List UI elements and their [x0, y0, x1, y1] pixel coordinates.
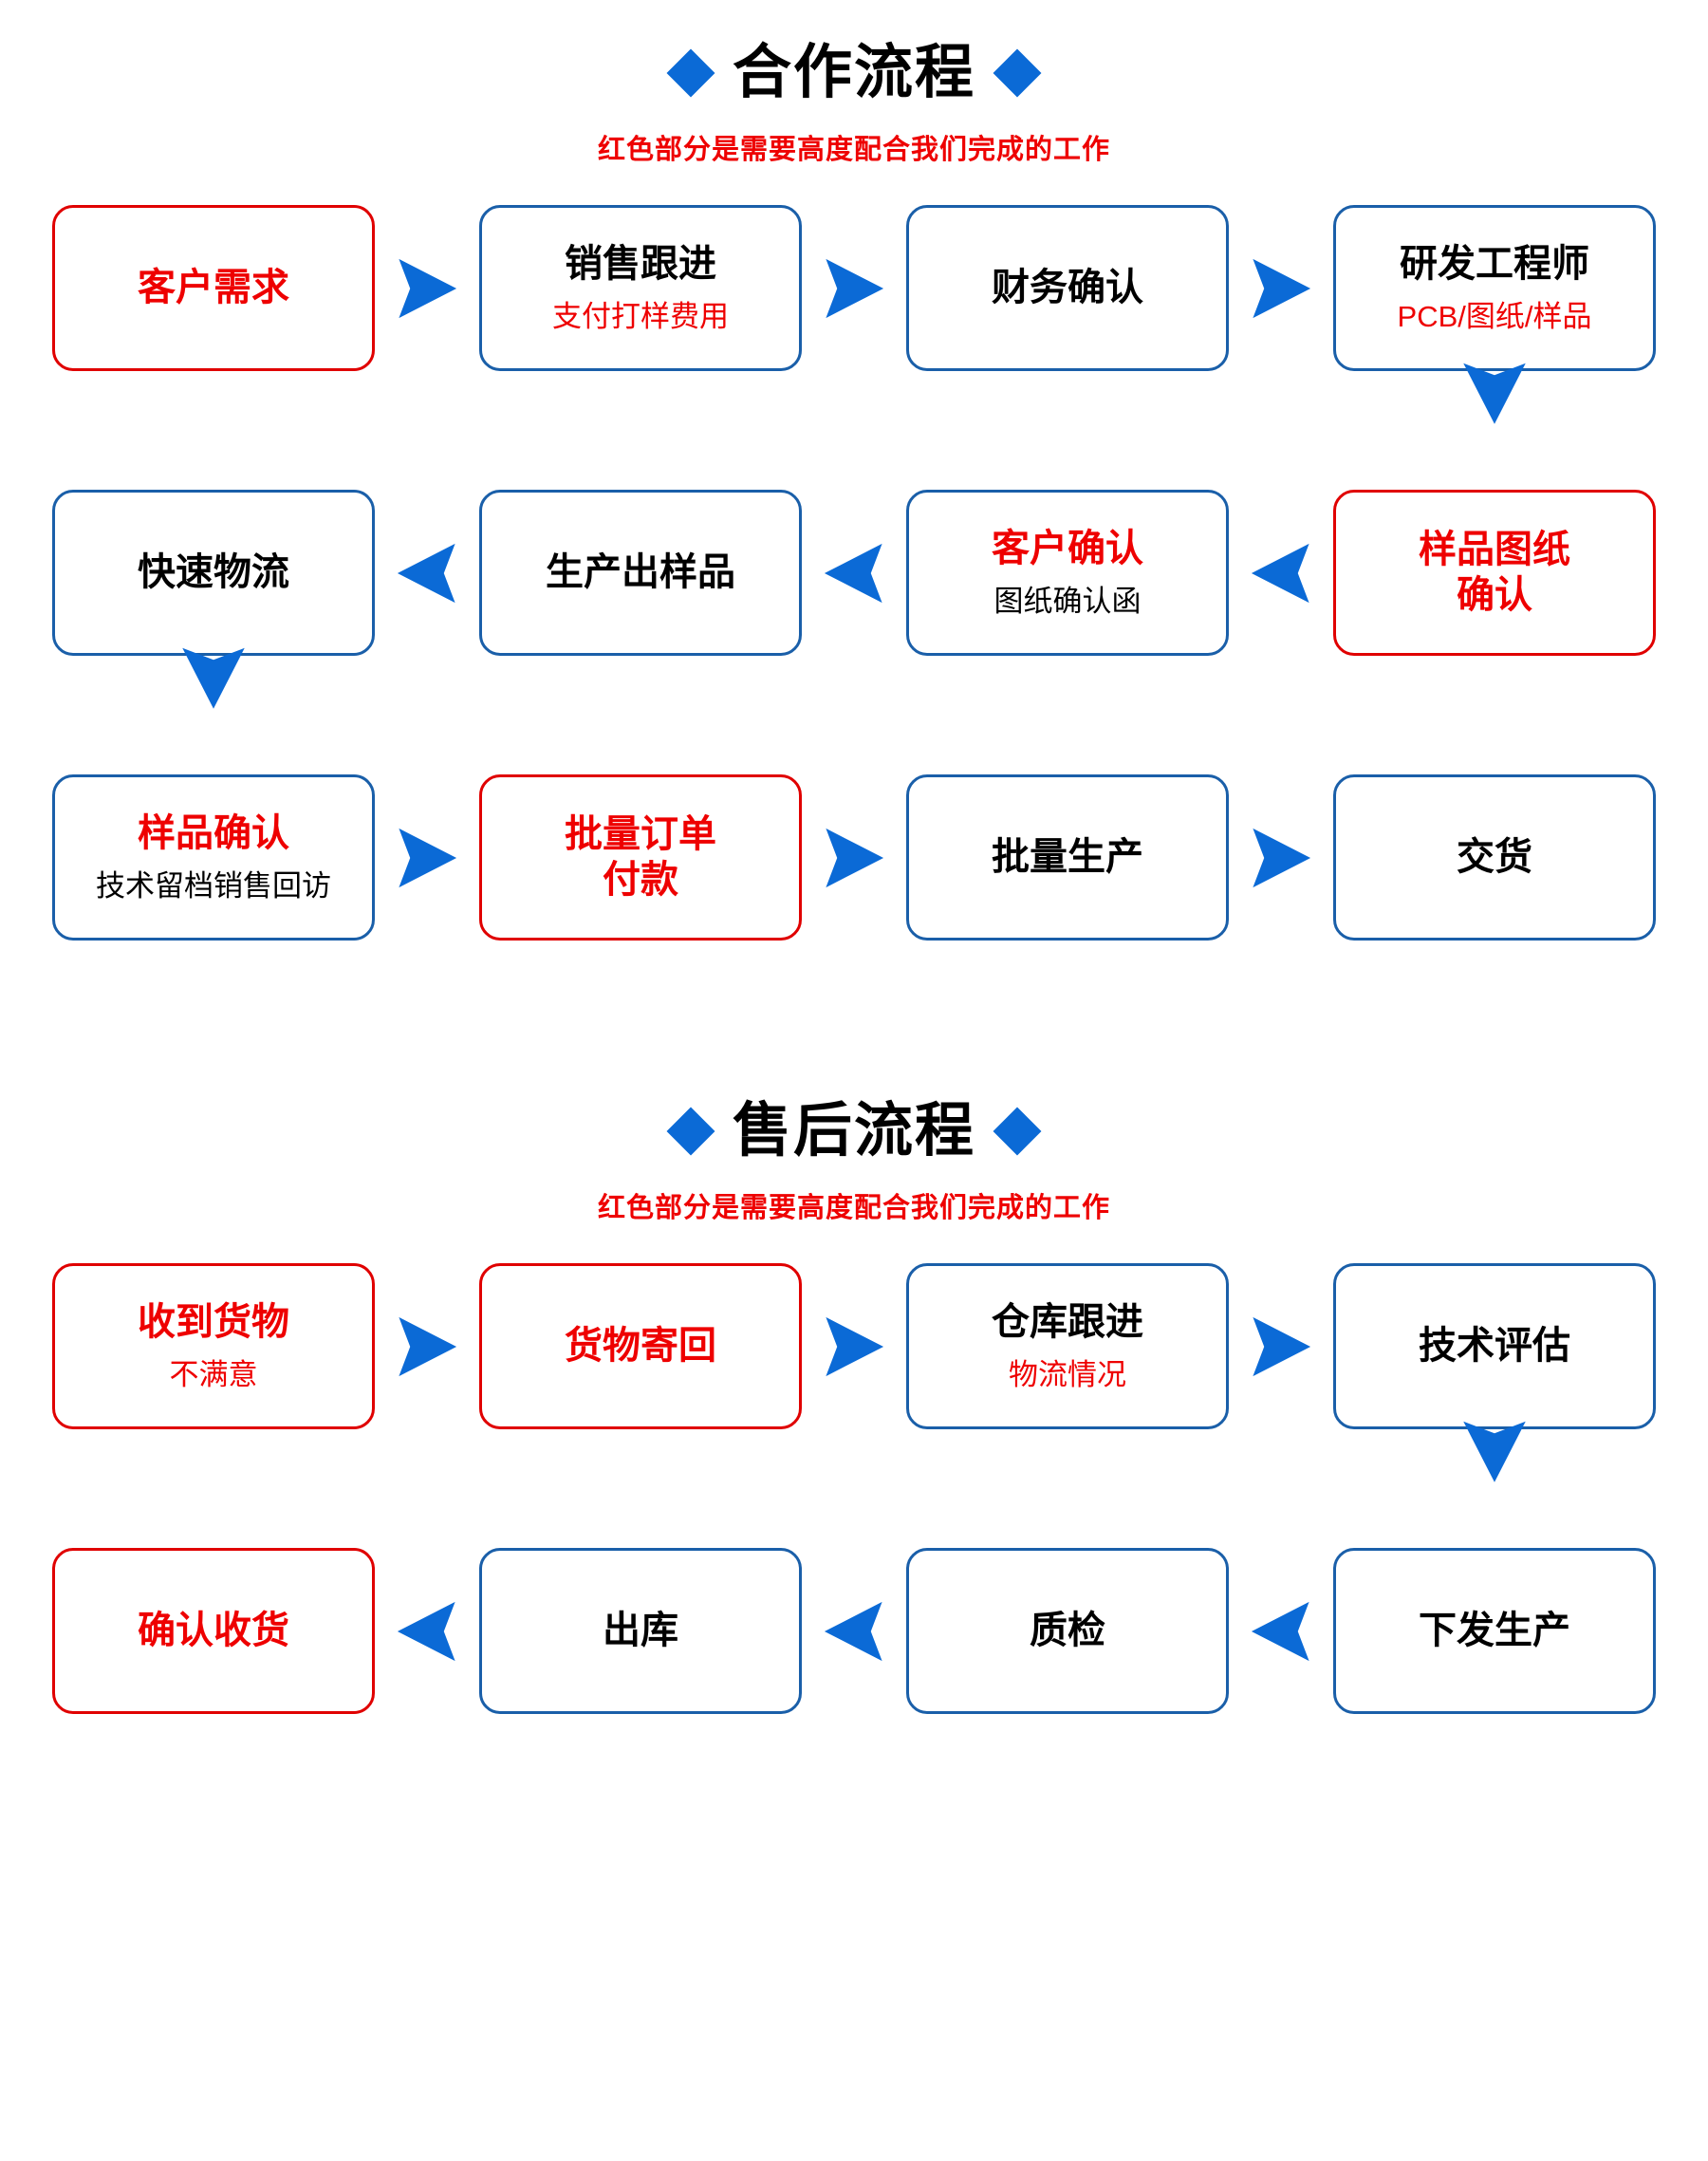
- section-subtitle: 红色部分是需要高度配合我们完成的工作: [597, 1193, 1110, 1223]
- flow-cell: 仓库跟进物流情况: [854, 1263, 1311, 1429]
- flow-node[interactable]: 财务确认: [906, 205, 1229, 371]
- flow-cell: 下发生产: [1251, 1548, 1708, 1714]
- flow-node[interactable]: 销售跟进支付打样费用: [479, 205, 802, 371]
- flow-node[interactable]: 生产出样品: [479, 490, 802, 656]
- flow-section: 售后流程红色部分是需要高度配合我们完成的工作收到货物不满意 货物寄回 仓库跟进物流情…: [0, 1102, 1708, 1714]
- diamond-icon: [993, 48, 1042, 98]
- diamond-icon: [993, 1107, 1042, 1156]
- flow-cell: 研发工程师 PCB/图纸/样品: [1281, 205, 1708, 424]
- flow-node-title: 快速物流: [138, 550, 289, 593]
- flowchart-page: 合作流程红色部分是需要高度配合我们完成的工作客户需求销售跟进支付打样费用财务确认…: [0, 0, 1708, 1714]
- flow-cell: 客户需求: [0, 205, 457, 371]
- flow-node[interactable]: 批量订单 付款: [479, 774, 802, 941]
- flow-node[interactable]: 仓库跟进物流情况: [906, 1263, 1229, 1429]
- flow-node[interactable]: 下发生产: [1333, 1548, 1656, 1714]
- flow-node-title: 出库: [603, 1609, 678, 1651]
- section-title-text: 售后流程: [732, 1098, 975, 1164]
- flow-cell: 快速物流: [0, 490, 427, 709]
- flow-node[interactable]: 质检: [906, 1548, 1229, 1714]
- flow-cell: 确认收货: [0, 1548, 427, 1714]
- flow-node-title: 货物寄回: [565, 1324, 716, 1367]
- flow-cell: 样品确认技术留档销售回访: [0, 774, 457, 941]
- diamond-icon: [666, 1107, 715, 1156]
- flow-cell: 出库: [397, 1548, 854, 1714]
- flow-cell: 客户确认图纸确认函: [824, 490, 1281, 656]
- flow-node[interactable]: 样品确认技术留档销售回访: [52, 774, 375, 941]
- flow-cell: 技术评估: [1281, 1263, 1708, 1482]
- flow-cell: 样品图纸 确认: [1251, 490, 1708, 656]
- flow-node-title: 生产出样品: [546, 550, 735, 593]
- flow-node[interactable]: 快速物流: [52, 490, 375, 656]
- flow-node[interactable]: 出库: [479, 1548, 802, 1714]
- flow-node-subtitle: 图纸确认函: [993, 585, 1142, 619]
- section-title-text: 合作流程: [732, 40, 975, 105]
- flow-node-title: 客户需求: [138, 266, 289, 308]
- flow-node-title: 样品图纸 确认: [1419, 529, 1570, 616]
- flow-node[interactable]: 研发工程师 PCB/图纸/样品: [1333, 205, 1656, 371]
- flow-section: 合作流程红色部分是需要高度配合我们完成的工作客户需求 销售跟进支付打样费用 财务确认…: [0, 0, 1708, 941]
- flow-node[interactable]: 样品图纸 确认: [1333, 490, 1656, 656]
- flow-cell: 批量订单 付款: [427, 774, 884, 941]
- flow-node[interactable]: 收到货物不满意: [52, 1263, 375, 1429]
- flow-node[interactable]: 批量生产: [906, 774, 1229, 941]
- row-spacer: [0, 371, 1708, 490]
- flow-cell: 交货: [1281, 774, 1708, 941]
- flow-node-title: 下发生产: [1419, 1609, 1570, 1651]
- flow-node-subtitle: PCB/图纸/样品: [1397, 300, 1592, 334]
- flow-node[interactable]: 客户确认图纸确认函: [906, 490, 1229, 656]
- flow-cell: 销售跟进支付打样费用: [427, 205, 884, 371]
- flow-node-title: 交货: [1457, 835, 1532, 878]
- flow-row: 确认收货 出库 质检 下发生产: [0, 1548, 1708, 1714]
- flow-cell: 货物寄回: [427, 1263, 884, 1429]
- flow-node[interactable]: 技术评估: [1333, 1263, 1656, 1429]
- flow-node-subtitle: 物流情况: [1009, 1358, 1126, 1392]
- flow-node-title: 仓库跟进: [992, 1301, 1143, 1344]
- flow-node[interactable]: 货物寄回: [479, 1263, 802, 1429]
- section-heading: 售后流程: [0, 1102, 1708, 1161]
- flow-node-title: 样品确认: [138, 812, 289, 855]
- flow-row: 快速物流 生产出样品 客户确认图纸确认函 样品图纸 确认: [0, 490, 1708, 709]
- flow-node-title: 研发工程师: [1400, 243, 1589, 286]
- flow-node-title: 质检: [1030, 1609, 1105, 1651]
- flow-node-title: 客户确认: [992, 528, 1143, 570]
- flow-node-subtitle: 支付打样费用: [552, 300, 729, 334]
- flow-node-title: 销售跟进: [565, 243, 716, 286]
- flow-row: 收到货物不满意 货物寄回 仓库跟进物流情况 技术评估: [0, 1263, 1708, 1482]
- section-subtitle: 红色部分是需要高度配合我们完成的工作: [597, 135, 1110, 165]
- flow-node-subtitle: 技术留档销售回访: [96, 869, 331, 904]
- flow-node-title: 技术评估: [1419, 1324, 1570, 1367]
- flow-node[interactable]: 确认收货: [52, 1548, 375, 1714]
- flow-rows: 客户需求 销售跟进支付打样费用 财务确认 研发工程师 PCB/图纸/样品快速物流 生产出样…: [0, 205, 1708, 941]
- flow-node-title: 确认收货: [138, 1609, 289, 1651]
- flow-cell: 质检: [824, 1548, 1281, 1714]
- flow-cell: 收到货物不满意: [0, 1263, 457, 1429]
- flow-row: 客户需求 销售跟进支付打样费用 财务确认 研发工程师 PCB/图纸/样品: [0, 205, 1708, 424]
- flow-node[interactable]: 交货: [1333, 774, 1656, 941]
- flow-row: 样品确认技术留档销售回访 批量订单 付款 批量生产 交货: [0, 774, 1708, 941]
- flow-node[interactable]: 客户需求: [52, 205, 375, 371]
- diamond-icon: [666, 48, 715, 98]
- flow-node-title: 批量生产: [992, 835, 1143, 878]
- flow-node-title: 财务确认: [992, 266, 1143, 308]
- flow-cell: 生产出样品: [397, 490, 854, 656]
- flow-node-subtitle: 不满意: [169, 1358, 258, 1392]
- row-spacer: [0, 656, 1708, 774]
- flow-cell: 批量生产: [854, 774, 1311, 941]
- flow-node-title: 批量订单 付款: [565, 813, 716, 901]
- flow-cell: 财务确认: [854, 205, 1311, 371]
- section-heading: 合作流程: [0, 44, 1708, 102]
- flow-node-title: 收到货物: [138, 1301, 289, 1344]
- flow-rows: 收到货物不满意 货物寄回 仓库跟进物流情况 技术评估确认收货 出库 质检 下发生产: [0, 1263, 1708, 1714]
- row-spacer: [0, 1429, 1708, 1548]
- section-spacer: [0, 941, 1708, 1102]
